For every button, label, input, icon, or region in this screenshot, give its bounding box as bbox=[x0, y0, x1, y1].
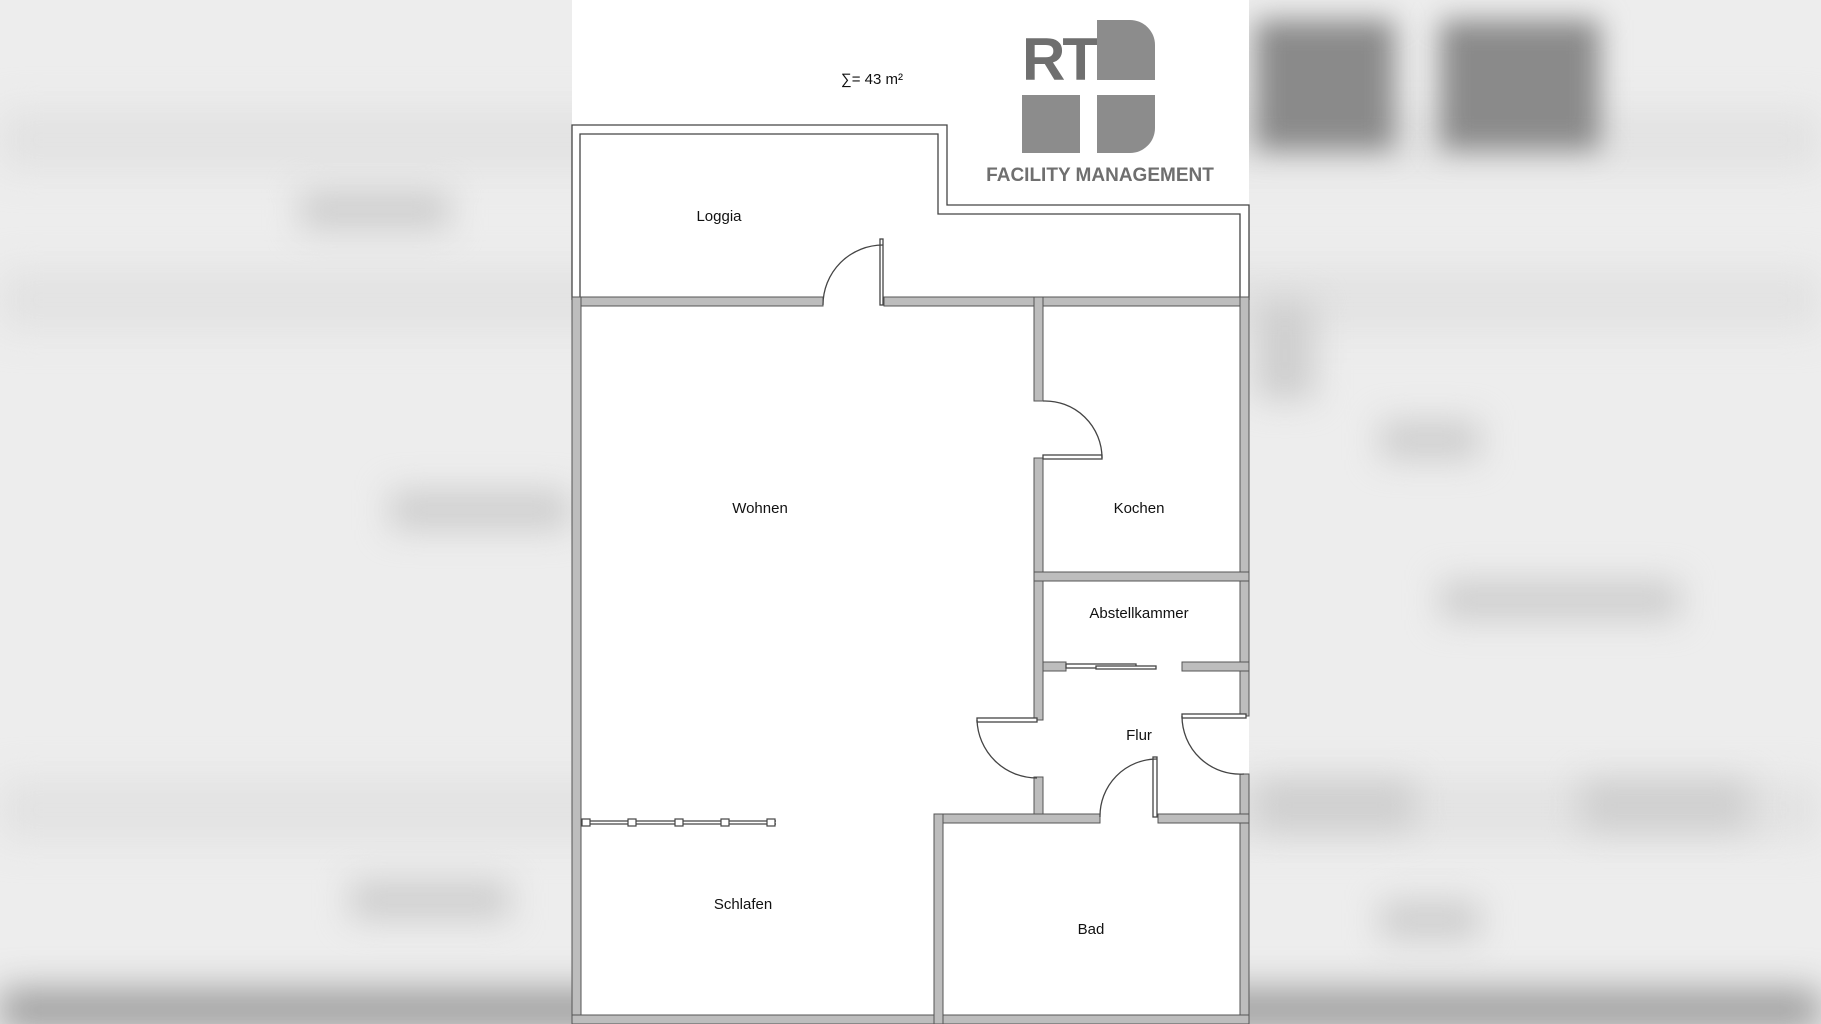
room-label-bad: Bad bbox=[1078, 921, 1105, 938]
svg-text:RT: RT bbox=[1022, 26, 1098, 93]
logo-quadrant-bottom-left bbox=[1022, 95, 1080, 153]
logo-quadrant-bottom-right bbox=[1097, 95, 1155, 153]
svg-text:FACILITY MANAGEMENT: FACILITY MANAGEMENT bbox=[986, 165, 1214, 186]
logo-quadrant-top-right bbox=[1097, 20, 1155, 80]
room-label-flur: Flur bbox=[1126, 727, 1152, 744]
door-bad bbox=[1099, 756, 1158, 818]
room-label-abstellkammer: Abstellkammer bbox=[1089, 605, 1188, 622]
sliding-door-abstellkammer bbox=[1065, 663, 1157, 670]
door-flur-wohnen bbox=[976, 717, 1038, 779]
door-kochen bbox=[1042, 400, 1103, 460]
door-loggia bbox=[822, 238, 884, 306]
company-logo: RT FACILITY MANAGEMENT bbox=[986, 20, 1214, 186]
total-area-label: ∑= 43 m² bbox=[841, 71, 903, 88]
floor-plan-sheet bbox=[572, 0, 1249, 1024]
wardrobe-partition bbox=[581, 818, 776, 827]
room-label-schlafen: Schlafen bbox=[714, 896, 772, 913]
room-label-kochen: Kochen bbox=[1114, 500, 1165, 517]
room-label-loggia: Loggia bbox=[696, 208, 742, 225]
loggia-outline bbox=[571, 124, 1250, 300]
room-label-wohnen: Wohnen bbox=[732, 500, 788, 517]
door-flur-right bbox=[1181, 713, 1247, 775]
doors bbox=[822, 238, 1247, 818]
walls bbox=[571, 296, 1250, 1024]
